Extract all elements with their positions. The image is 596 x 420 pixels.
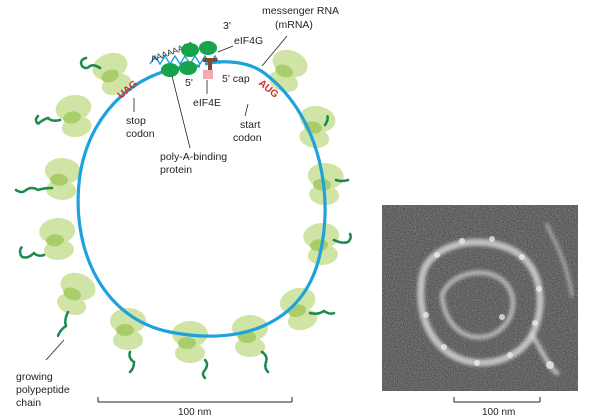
five-prime-cap [203, 70, 213, 79]
five-prime-label: 5' [185, 77, 193, 89]
mrna-label-line1: messenger RNA [262, 5, 339, 17]
ribosome [232, 315, 268, 357]
micrograph-scale-bar [453, 397, 541, 403]
pabp-blob [161, 63, 179, 77]
pabp-leader [171, 75, 191, 149]
polypeptide-chain [34, 114, 62, 126]
chain-label-line3: chain [16, 397, 41, 409]
poly-a-binding-proteins [161, 41, 217, 77]
polypeptide-chain [332, 232, 352, 244]
micrograph-scale-label: 100 nm [482, 407, 515, 418]
three-prime-label: 3' [223, 20, 231, 32]
mrna-leader [261, 35, 288, 67]
chain-label-line2: polypeptide [16, 384, 70, 396]
ribosome [51, 268, 100, 320]
polypeptide-chain [56, 310, 70, 338]
ribosome [294, 103, 338, 151]
polypeptide-chains [14, 56, 352, 380]
ribosome [42, 156, 82, 202]
polypeptide-chain [308, 309, 336, 315]
eif4g-factor [203, 58, 217, 70]
ribosome [172, 321, 208, 363]
polypeptide-chain [201, 358, 209, 380]
polypeptide-chain [14, 186, 54, 194]
polypeptide-chain [260, 350, 270, 374]
polypeptide-chain [323, 113, 329, 127]
start-codon-leader [244, 103, 249, 117]
mrna-label-line2: (mRNA) [275, 19, 313, 31]
eif4g-leader [217, 45, 234, 53]
diagram-scale-label: 100 nm [178, 407, 211, 418]
pabp-label-line1: poly-A-binding [160, 151, 227, 163]
ribosome [276, 284, 323, 334]
eif4g-label: eIF4G [234, 35, 263, 47]
chain-leader [45, 339, 65, 361]
polypeptide-chain [18, 245, 46, 259]
start-codon-label-line1: start [240, 119, 261, 131]
electron-micrograph [382, 205, 578, 391]
chain-label-line1: growing [16, 371, 53, 383]
stop-codon-label-line2: codon [126, 128, 155, 140]
polypeptide-chain [79, 56, 102, 70]
diagram-scale-bar [97, 397, 293, 403]
polypeptide-chain [334, 178, 350, 183]
pabp-blob [179, 61, 197, 75]
mrna-strand [76, 60, 327, 338]
ribosome [53, 92, 97, 140]
pabp-blob [199, 41, 217, 55]
five-prime-cap-label: 5' cap [222, 73, 250, 85]
eif4e-label: eIF4E [193, 97, 221, 109]
pabp-blob [181, 43, 199, 57]
polypeptide-chain [128, 350, 136, 374]
pabp-label-line2: protein [160, 164, 192, 176]
ribosomes [38, 45, 345, 363]
stop-codon-label-line1: stop [126, 115, 146, 127]
start-codon-label-line2: codon [233, 132, 262, 144]
